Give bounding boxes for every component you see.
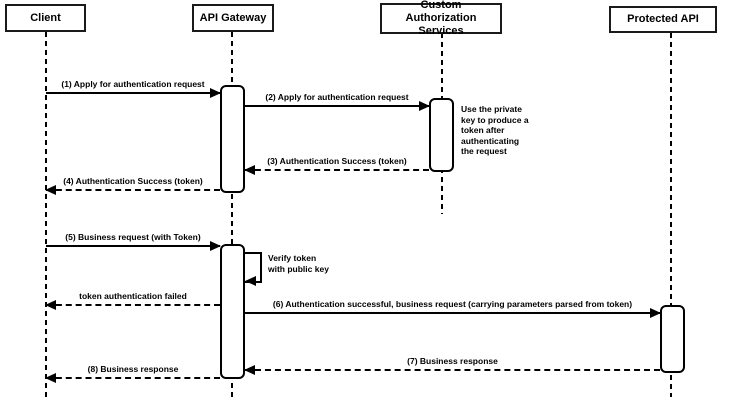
message-7-arrow: (7) Business response [244, 355, 660, 375]
arrowhead-right-icon [650, 308, 661, 318]
arrowhead-left-icon [45, 185, 56, 195]
actor-box-custom-authorization-services: Custom Authorization Services [380, 0, 502, 37]
actor-label-api-gateway: API Gateway [199, 11, 267, 24]
message-8-label: (8) Business response [87, 364, 179, 374]
message-2-label: (2) Apply for authentication request [265, 92, 409, 102]
message-token-failed-arrow: token authentication failed [45, 290, 220, 310]
actor-label-client: Client [30, 11, 61, 24]
message-7-line [245, 369, 660, 371]
message-3-arrow: (3) Authentication Success (token) [244, 155, 429, 175]
message-6-arrow: (6) Authentication successful, business … [245, 298, 661, 318]
arrowhead-right-icon [210, 88, 221, 98]
message-8-arrow: (8) Business response [45, 363, 220, 383]
message-1-line [46, 92, 220, 94]
note-private-key: Use the private key to produce a token a… [461, 104, 529, 156]
arrowhead-left-icon [45, 300, 56, 310]
arrowhead-left-icon [244, 365, 255, 375]
message-2-arrow: (2) Apply for authentication request [245, 91, 430, 111]
message-6-line [245, 312, 660, 314]
arrowhead-left-icon [245, 276, 256, 286]
lifeline-api-gateway [231, 32, 233, 397]
activation-bar-api-gateway-1 [220, 85, 245, 193]
message-6-label: (6) Authentication successful, business … [272, 299, 633, 309]
message-4-line [46, 189, 220, 191]
message-8-line [46, 377, 220, 379]
actor-label-custom-authorization-services: Custom Authorization Services [405, 0, 477, 37]
self-call-label: Verify token with public key [268, 253, 329, 274]
message-5-arrow: (5) Business request (with Token) [46, 231, 221, 251]
arrowhead-left-icon [244, 165, 255, 175]
message-3-line [245, 169, 429, 171]
actor-box-api-gateway: API Gateway [192, 4, 274, 32]
lifeline-protected-api [670, 33, 672, 397]
activation-bar-protected-api [660, 305, 685, 373]
message-2-line [245, 105, 429, 107]
message-token-failed-line [46, 304, 220, 306]
lifeline-client [45, 32, 47, 397]
arrowhead-right-icon [419, 101, 430, 111]
actor-box-client: Client [5, 4, 86, 32]
message-4-label: (4) Authentication Success (token) [63, 176, 203, 186]
arrowhead-right-icon [210, 241, 221, 251]
message-3-label: (3) Authentication Success (token) [267, 156, 407, 166]
activation-bar-api-gateway-2 [220, 244, 245, 379]
message-7-label: (7) Business response [407, 356, 498, 366]
activation-bar-custom-authorization-services [429, 98, 454, 172]
message-1-arrow: (1) Apply for authentication request [46, 78, 221, 98]
actor-label-protected-api: Protected API [627, 13, 699, 25]
message-5-label: (5) Business request (with Token) [65, 232, 201, 242]
actor-box-protected-api: Protected API [609, 6, 717, 33]
message-1-label: (1) Apply for authentication request [61, 79, 205, 89]
arrowhead-left-icon [45, 373, 56, 383]
message-4-arrow: (4) Authentication Success (token) [45, 175, 220, 195]
message-token-failed-label: token authentication failed [79, 291, 187, 301]
message-5-line [46, 245, 220, 247]
